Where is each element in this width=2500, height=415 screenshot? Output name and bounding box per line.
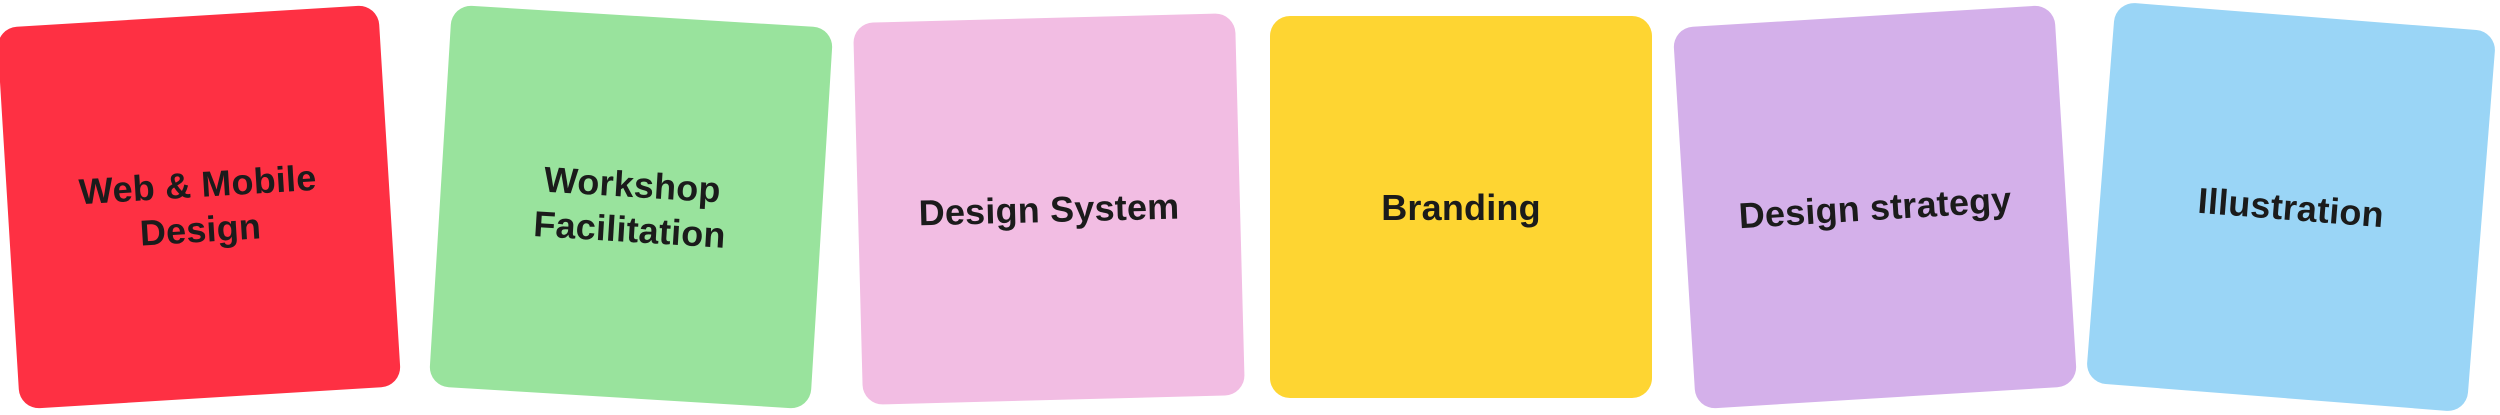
card-label: Illustration bbox=[2196, 179, 2386, 235]
card-label: Branding bbox=[1381, 186, 1541, 228]
card-illustration: Illustration bbox=[2085, 1, 2497, 413]
card-design-system: Design System bbox=[853, 13, 1245, 405]
card-label: Workshop Facilitation bbox=[532, 158, 727, 256]
card-label: Design strategy bbox=[1737, 178, 2013, 236]
card-workshop-facilitation: Workshop Facilitation bbox=[428, 4, 834, 410]
card-label: Design System bbox=[918, 185, 1180, 233]
card-label: Web & Mobile Design bbox=[77, 156, 318, 254]
card-design-strategy: Design strategy bbox=[1672, 4, 2078, 410]
card-branding: Branding bbox=[1270, 16, 1652, 398]
card-web-mobile-design: Web & Mobile Design bbox=[0, 4, 402, 410]
